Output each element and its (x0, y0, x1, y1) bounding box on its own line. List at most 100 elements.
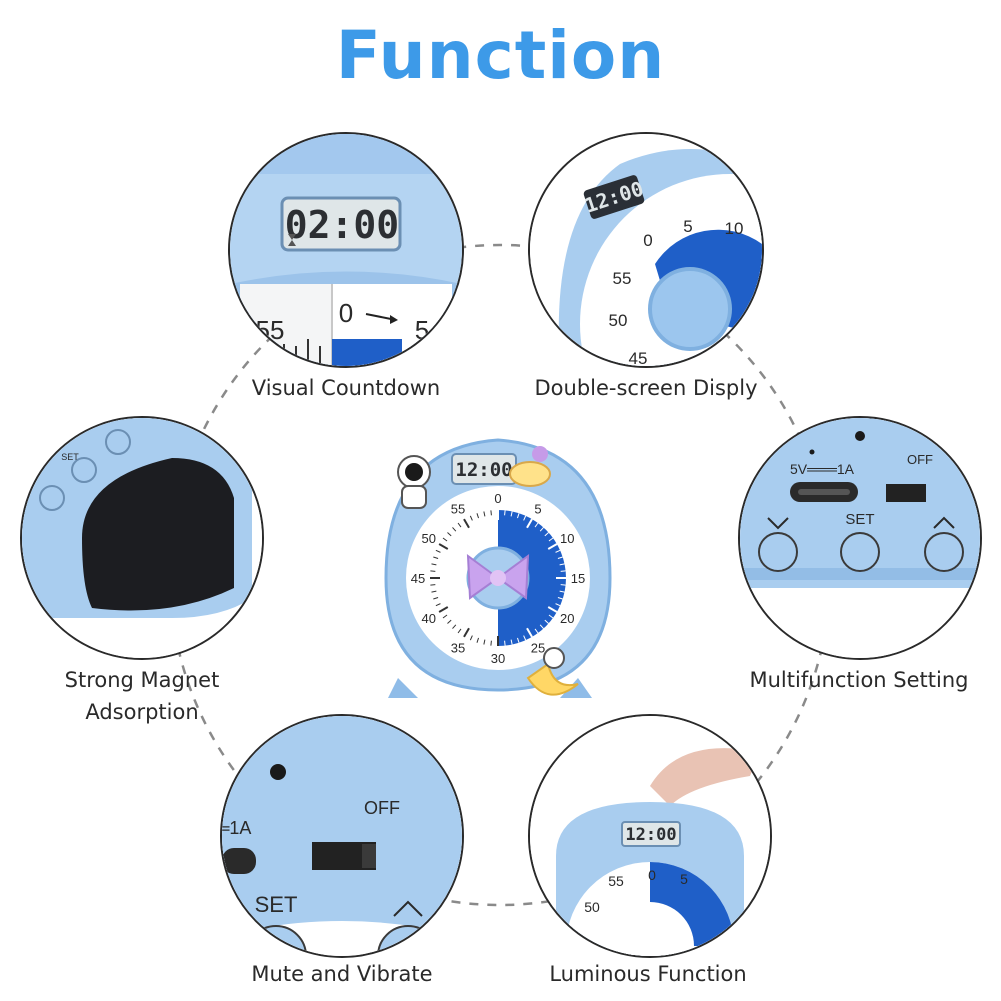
button-set-label-c3: SET (61, 452, 79, 462)
dial-number-center: 50 (421, 531, 435, 546)
dial-number-center: 30 (491, 651, 505, 666)
caption-magnet: Strong Magnet Adsorption (22, 664, 262, 728)
caption-double-screen: Double-screen Disply (534, 376, 758, 400)
dial-number-50-c: 50 (584, 899, 600, 915)
dial-number-50-b: 50 (609, 311, 628, 330)
dial-tick (438, 543, 449, 550)
dial-tick (534, 628, 539, 634)
dial-tick (483, 511, 486, 517)
dial-number-center: 5 (534, 502, 541, 517)
magnet-plate (82, 458, 234, 611)
usb-voltage-label: 5V═══1A (790, 461, 855, 477)
dial-tick (526, 518, 533, 529)
dial-tick (452, 527, 457, 532)
dial-number-center: 20 (560, 611, 574, 626)
finger (650, 748, 760, 806)
up-button[interactable] (924, 532, 964, 572)
dial-tick (559, 563, 565, 566)
dial-number-center: 45 (411, 571, 425, 586)
dial-number-0: 0 (339, 298, 353, 328)
dial-number-55-b: 55 (613, 269, 632, 288)
feature-multifunction-image: 5V═══1A OFF SET (738, 416, 982, 660)
dial-tick (469, 515, 473, 521)
dial-number-5-b: 5 (683, 217, 692, 236)
dial-tick (523, 635, 527, 641)
dial-tick (526, 627, 533, 638)
dial-tick (452, 624, 457, 629)
dial-tick (469, 635, 473, 641)
chevron-up-icon (933, 516, 955, 529)
dial-tick (534, 522, 539, 528)
dial-tick (490, 510, 492, 516)
dial-tick (438, 606, 449, 613)
dial-tick (430, 570, 436, 572)
rocket-decoration (509, 446, 551, 487)
caption-magnet-line2: Adsorption (85, 700, 199, 724)
switch-off-label: OFF (907, 452, 933, 467)
bow-decoration (466, 553, 530, 600)
lcd-time-center: 12:00 (455, 459, 512, 481)
lcd-time-large: 02:00 (285, 203, 399, 247)
dial-tick (560, 584, 566, 586)
button-set-label: SET (845, 511, 874, 528)
dial-tick (516, 637, 520, 643)
caption-magnet-line1: Strong Magnet (64, 668, 220, 692)
dial-tick (504, 510, 506, 516)
dial-tick (548, 614, 554, 619)
dial-tick (547, 543, 558, 550)
dial-number-5-c: 5 (680, 871, 688, 887)
dial-tick (442, 614, 448, 619)
dial-tick (457, 628, 462, 634)
dial-number-center: 55 (451, 502, 465, 517)
dial-tick (539, 527, 544, 532)
dial-number-center: 15 (571, 571, 585, 586)
dial-tick (430, 584, 436, 586)
dial-tick (557, 556, 563, 560)
chevron-up-icon-large (393, 900, 423, 917)
dial-tick (559, 590, 565, 593)
dial-tick (560, 570, 566, 572)
page-title: Function (335, 17, 666, 94)
feature-visual-countdown-image: 02:00 55 0 5 (228, 132, 464, 368)
dial-tick (435, 603, 441, 607)
dial-tick (457, 522, 462, 528)
dial-tick (447, 532, 452, 537)
dial-tick (555, 603, 561, 607)
dial-tick (431, 563, 437, 566)
dial-number-0-b: 0 (643, 231, 652, 250)
moon-decoration (526, 647, 579, 696)
dial-tick (510, 639, 513, 645)
dial-number-center: 35 (451, 640, 465, 655)
dial-tick (516, 513, 520, 519)
dial-tick (476, 637, 480, 643)
dial-tick (442, 537, 448, 542)
dial-tick (504, 640, 506, 646)
dial-number-0-c: 0 (648, 867, 656, 883)
dial-tick (555, 549, 561, 553)
dial-tick (490, 640, 492, 646)
button-set-label-large: SET (255, 892, 298, 917)
dial-tick (431, 590, 437, 593)
down-button[interactable] (758, 532, 798, 572)
dial-tick (433, 596, 439, 600)
lcd-time-luminous: 12:00 (625, 825, 676, 845)
set-button[interactable] (840, 532, 880, 572)
dial-tick (544, 532, 549, 537)
mode-switch[interactable] (886, 484, 926, 502)
caption-visual-countdown: Visual Countdown (251, 376, 441, 400)
dial-tick (463, 627, 470, 638)
dial-ticks (430, 510, 566, 646)
dial-tick (510, 511, 513, 517)
dial-tick (463, 518, 470, 529)
time-remaining-sector (498, 510, 566, 646)
feature-mute-vibrate-image: ═1A OFF SET (220, 714, 464, 958)
dial-tick (548, 537, 554, 542)
feature-double-screen-image: 12:00 0 5 10 55 50 45 (528, 132, 764, 368)
dial-tick (539, 624, 544, 629)
dial-tick (557, 596, 563, 600)
caption-luminous: Luminous Function (549, 962, 747, 986)
dial-tick (435, 549, 441, 553)
dial-tick (523, 515, 527, 521)
